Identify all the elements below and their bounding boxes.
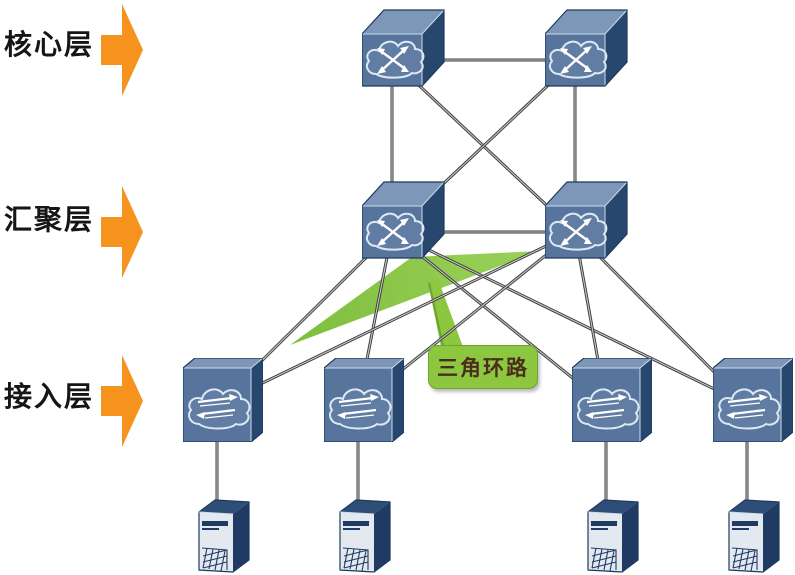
tower-server-icon [198, 499, 250, 573]
link-agg-switch-1--access-switch-4 [391, 231, 748, 406]
cloud-crossed-arrows-icon [362, 181, 445, 259]
cloud-crossed-arrows-icon [545, 9, 628, 87]
node-core-router-1 [362, 8, 446, 88]
node-agg-switch-1 [362, 180, 446, 260]
node-access-switch-3 [572, 358, 652, 442]
callout-pointer-edge [428, 282, 444, 347]
cloud-crossed-arrows-icon [362, 9, 445, 87]
tower-server-icon [587, 499, 639, 573]
cloud-crossed-arrows-icon [545, 181, 628, 259]
layer-label-core: 核心层 [4, 29, 95, 60]
tower-server-icon [728, 499, 780, 573]
node-server-4 [727, 488, 783, 574]
tower-server-icon [339, 499, 391, 573]
cloud-exchange-arrows-icon [713, 358, 793, 442]
core-layer-right-arrow-icon [101, 4, 143, 96]
layer-label-access: 接入层 [4, 381, 95, 412]
node-agg-switch-2 [545, 180, 629, 260]
node-access-switch-2 [324, 358, 404, 442]
node-access-switch-1 [183, 358, 263, 442]
node-core-router-2 [545, 8, 629, 88]
cloud-exchange-arrows-icon [324, 358, 404, 442]
cloud-exchange-arrows-icon [572, 358, 652, 442]
layer-label-aggregation: 汇聚层 [4, 204, 95, 235]
access-layer-right-arrow-icon [101, 355, 143, 447]
callout-label: 三角环路 [428, 345, 538, 389]
node-server-1 [197, 488, 253, 574]
cloud-exchange-arrows-icon [183, 358, 263, 442]
node-server-3 [586, 488, 642, 574]
link-agg-switch-2--access-switch-1 [216, 231, 576, 406]
node-access-switch-4 [713, 358, 793, 442]
aggregation-layer-right-arrow-icon [101, 186, 143, 278]
link-agg-switch-1--access-switch-3 [391, 231, 607, 406]
node-server-2 [338, 488, 394, 574]
